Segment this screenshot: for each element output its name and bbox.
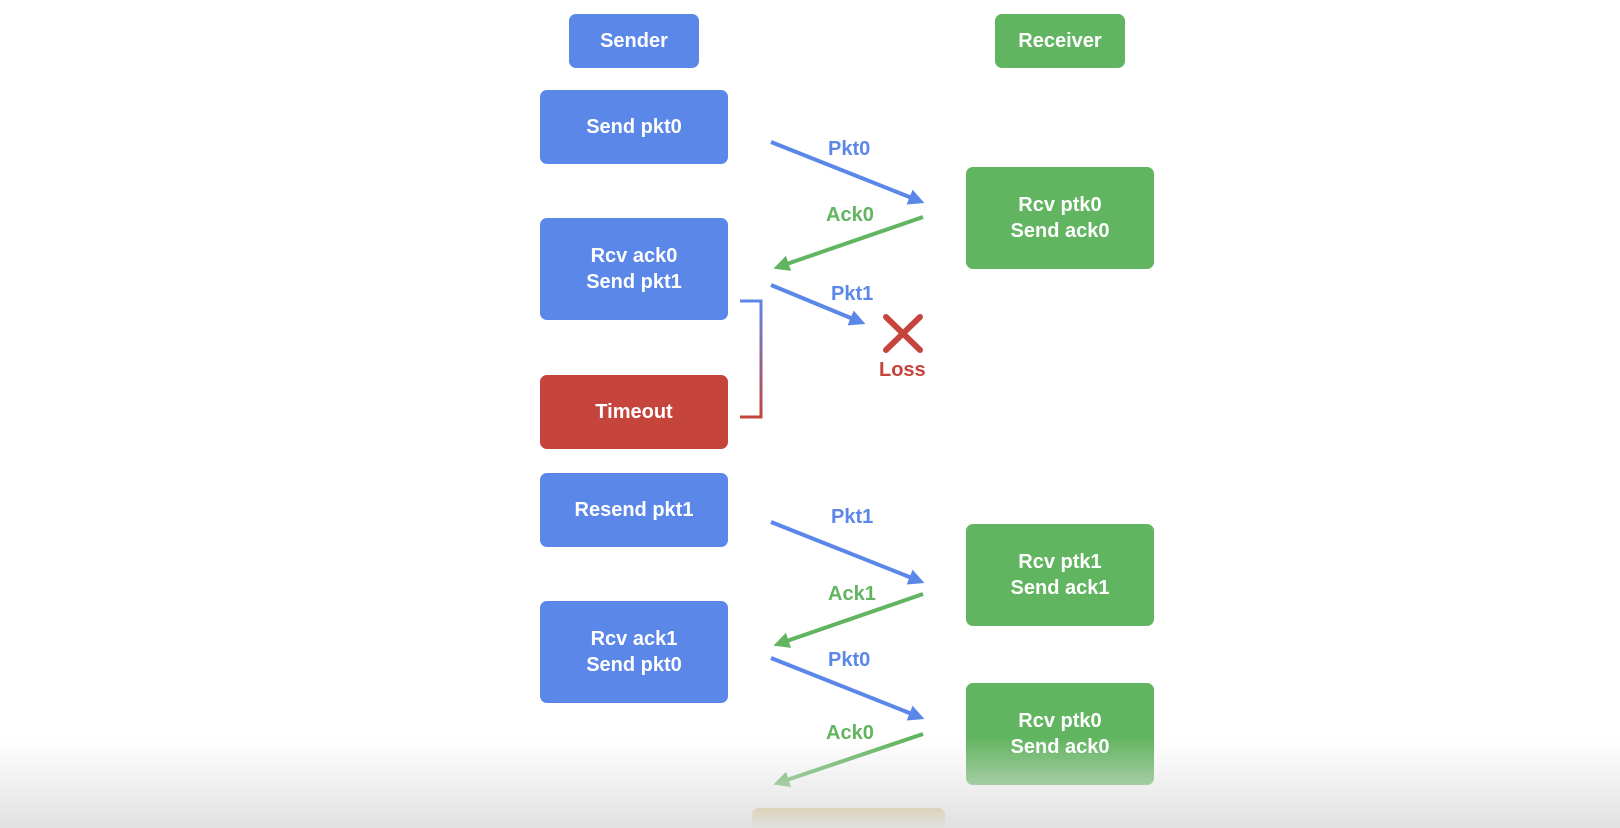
arrow-pkt1-lost (770, 283, 866, 326)
receiver-box-rcv-ptk0-first: Rcv ptk0 Send ack0 (966, 167, 1154, 269)
sender-box-timeout: Timeout (540, 375, 728, 449)
arrow-ack1 (773, 592, 924, 648)
receiver-header: Receiver (995, 14, 1125, 68)
sender-header: Sender (569, 14, 699, 68)
label-loss: Loss (879, 359, 926, 381)
sender-box-rcv-ack0-send-pkt1: Rcv ack0 Send pkt1 (540, 218, 728, 320)
label-pkt1-resent: Pkt1 (831, 506, 874, 528)
label-pkt0-second: Pkt0 (828, 649, 871, 671)
label-ack1: Ack1 (828, 583, 876, 605)
label-pkt0-first: Pkt0 (828, 138, 871, 160)
arrow-pkt0-first (770, 140, 925, 205)
arrow-pkt1-resent (770, 520, 925, 585)
arrow-pkt0-second (770, 656, 925, 721)
label-pkt1-lost: Pkt1 (831, 283, 874, 305)
cross-mark-icon (883, 314, 923, 353)
sender-box-send-pkt0: Send pkt0 (540, 90, 728, 164)
receiver-box-rcv-ptk1: Rcv ptk1 Send ack1 (966, 524, 1154, 626)
sender-box-rcv-ack1-send-pkt0: Rcv ack1 Send pkt0 (540, 601, 728, 703)
sender-box-resend-pkt1: Resend pkt1 (540, 473, 728, 547)
timeout-bracket (740, 299, 763, 419)
arrow-ack0-first (773, 215, 924, 271)
label-ack0-first: Ack0 (826, 204, 874, 226)
bottom-fade (0, 738, 1620, 828)
